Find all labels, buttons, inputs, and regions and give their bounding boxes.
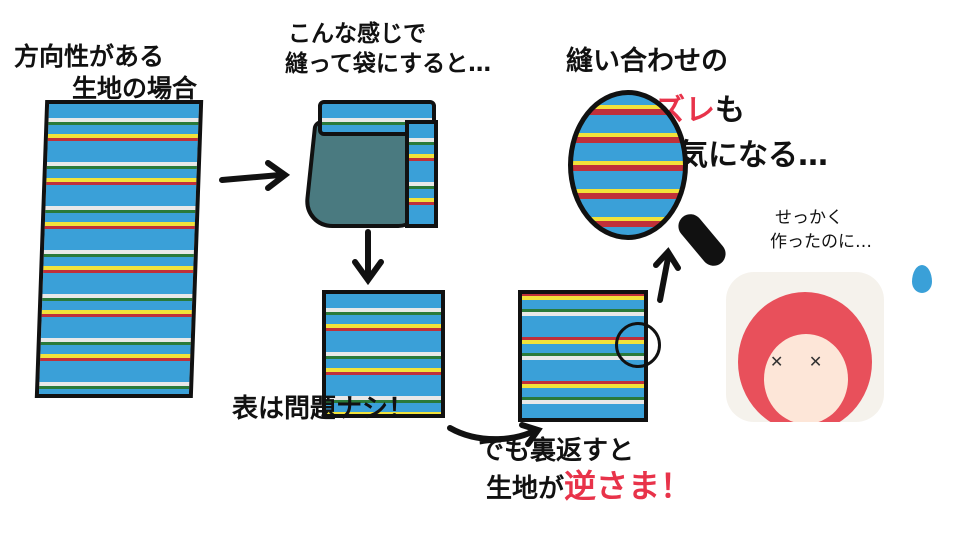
seam-suffix: も <box>715 93 745 128</box>
bag-side <box>405 120 438 228</box>
magnifier-lens <box>568 90 688 240</box>
bag-front <box>322 290 445 418</box>
sew-label-2: 縫って袋にすると… <box>285 51 492 77</box>
flip-label-prefix: 生地が <box>486 474 565 504</box>
seam-circle <box>615 322 661 368</box>
flip-highlight: 逆さま！ <box>564 467 693 505</box>
directional-label-2: 生地の場合 <box>72 74 198 103</box>
arrowhead <box>265 160 291 191</box>
avatar: ✕ ✕ <box>726 272 884 422</box>
directional-label-1: 方向性がある <box>14 42 165 71</box>
regret-label-1: せっかく <box>775 208 843 228</box>
seam-label-1: 縫い合わせの <box>566 46 728 77</box>
arrow-right-icon <box>219 172 283 183</box>
flip-label-1: でも裏返すと <box>478 436 635 466</box>
arrow-up-icon <box>657 255 671 303</box>
front-ok-label: 表は問題ナシ！ <box>232 394 415 424</box>
seam-label-3: 気になる… <box>678 138 828 173</box>
regret-label-2: 作ったのに… <box>770 232 872 252</box>
arrow-curve-icon <box>447 425 538 443</box>
sew-label-1: こんな感じで <box>288 21 426 47</box>
sweat-drop-icon <box>912 265 932 293</box>
